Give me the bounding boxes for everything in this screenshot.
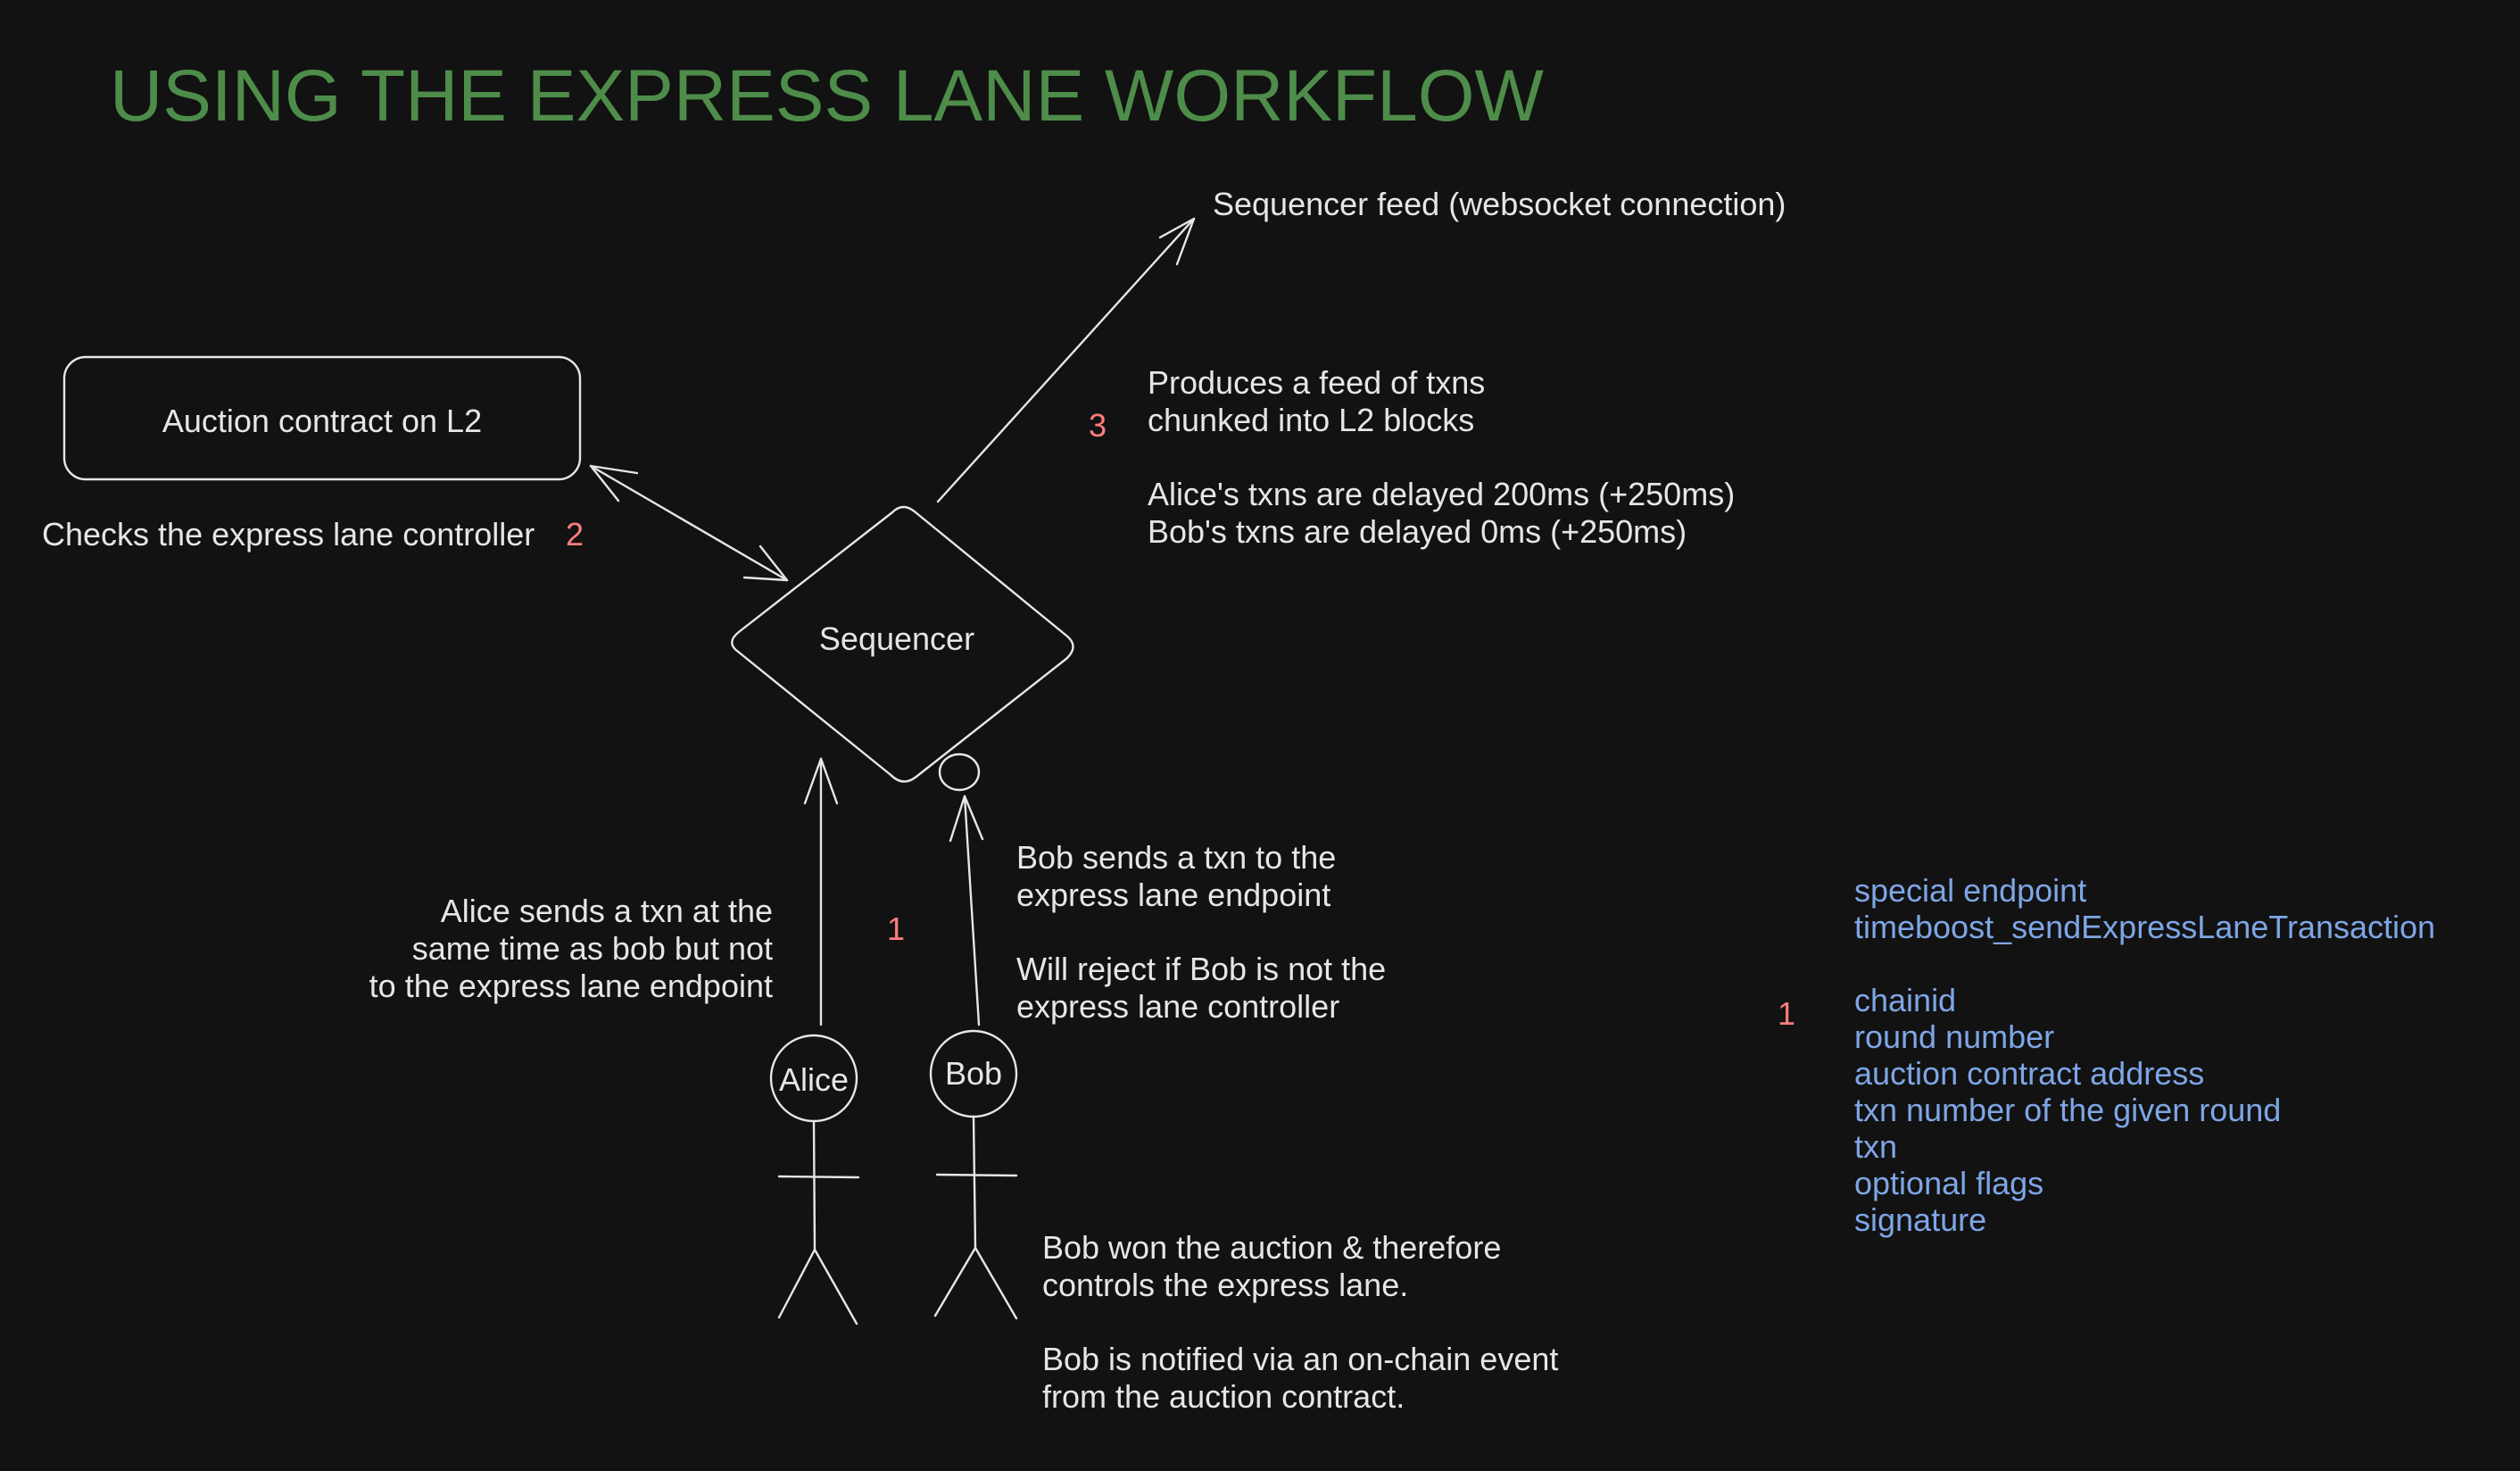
checks-controller-note: Checks the express lane controller bbox=[42, 516, 535, 553]
sequencer-diamond bbox=[731, 505, 1074, 783]
bob-won-line-4: from the auction contract. bbox=[1042, 1378, 1405, 1415]
feed-note-line-1: Produces a feed of txns bbox=[1148, 364, 1486, 401]
alice-arrowhead bbox=[803, 757, 839, 805]
endpoint-heading-2: timeboost_sendExpressLaneTransaction bbox=[1854, 909, 2436, 945]
page-title: USING THE EXPRESS LANE WORKFLOW bbox=[110, 55, 1544, 137]
alice-legs bbox=[777, 1248, 858, 1326]
bob-won-note: Bob won the auction & therefore controls… bbox=[1042, 1229, 1558, 1416]
bob-won-line-1: Bob won the auction & therefore bbox=[1042, 1229, 1502, 1266]
endpoint-details: special endpoint timeboost_sendExpressLa… bbox=[1854, 872, 2435, 1238]
bob-note-line-3: Will reject if Bob is not the bbox=[1016, 951, 1387, 987]
bob-note-line-1: Bob sends a txn to the bbox=[1016, 839, 1337, 876]
alice-arms bbox=[777, 1175, 860, 1179]
arrowhead-to-auction bbox=[589, 464, 639, 503]
bob-arrowhead bbox=[949, 794, 984, 843]
auction-contract-box bbox=[62, 355, 582, 481]
bob-arrow bbox=[963, 794, 981, 1026]
arrowhead-to-sequencer bbox=[742, 544, 789, 582]
endpoint-field: auction contract address bbox=[1854, 1055, 2205, 1092]
endpoint-heading-1: special endpoint bbox=[1854, 872, 2087, 909]
alice-body bbox=[812, 1119, 817, 1251]
bob-won-line-2: controls the express lane. bbox=[1042, 1267, 1409, 1303]
bob-note: Bob sends a txn to the express lane endp… bbox=[1016, 839, 1386, 1026]
endpoint-field: txn number of the given round bbox=[1854, 1092, 2282, 1128]
step-1-number: 1 bbox=[887, 910, 906, 947]
bob-note-line-2: express lane endpoint bbox=[1016, 877, 1331, 913]
sequencer-label: Sequencer bbox=[818, 620, 975, 657]
endpoint-field: chainid bbox=[1854, 982, 1957, 1018]
bob-won-line-3: Bob is notified via an on-chain event bbox=[1042, 1341, 1559, 1377]
endpoint-field: txn bbox=[1854, 1128, 1898, 1165]
endpoint-field: optional flags bbox=[1854, 1165, 2044, 1201]
auction-contract-label: Auction contract on L2 bbox=[162, 403, 483, 439]
step-3-number: 3 bbox=[1089, 407, 1107, 444]
bob-legs bbox=[933, 1246, 1018, 1320]
auction-sequencer-arrow bbox=[589, 464, 789, 582]
alice-note-line-1: Alice sends a txn at the bbox=[440, 893, 773, 929]
bob-label: Bob bbox=[944, 1055, 1003, 1092]
feed-note: Produces a feed of txns chunked into L2 … bbox=[1148, 364, 1735, 551]
alice-label: Alice bbox=[778, 1061, 850, 1098]
feed-arrowhead bbox=[1158, 217, 1196, 266]
feed-note-line-3: Alice's txns are delayed 200ms (+250ms) bbox=[1148, 476, 1736, 512]
endpoint-field: round number bbox=[1854, 1018, 2055, 1055]
feed-note-line-4: Bob's txns are delayed 0ms (+250ms) bbox=[1148, 513, 1687, 550]
bob-body bbox=[972, 1115, 977, 1250]
alice-note: Alice sends a txn at the same time as bo… bbox=[357, 893, 773, 1005]
alice-note-line-2: same time as bob but not bbox=[411, 930, 773, 967]
step-1-endpoint-number: 1 bbox=[1778, 995, 1796, 1032]
alice-note-line-3: to the express lane endpoint bbox=[369, 968, 773, 1004]
endpoint-field: signature bbox=[1854, 1201, 1987, 1238]
feed-arrow bbox=[936, 217, 1196, 503]
step-2-number: 2 bbox=[566, 516, 584, 553]
bob-note-line-4: express lane controller bbox=[1016, 988, 1340, 1025]
endpoint-circle bbox=[938, 752, 981, 792]
bob-arms bbox=[935, 1173, 1018, 1177]
sequencer-feed-label: Sequencer feed (websocket connection) bbox=[1213, 186, 1786, 222]
feed-note-line-2: chunked into L2 blocks bbox=[1148, 402, 1475, 438]
